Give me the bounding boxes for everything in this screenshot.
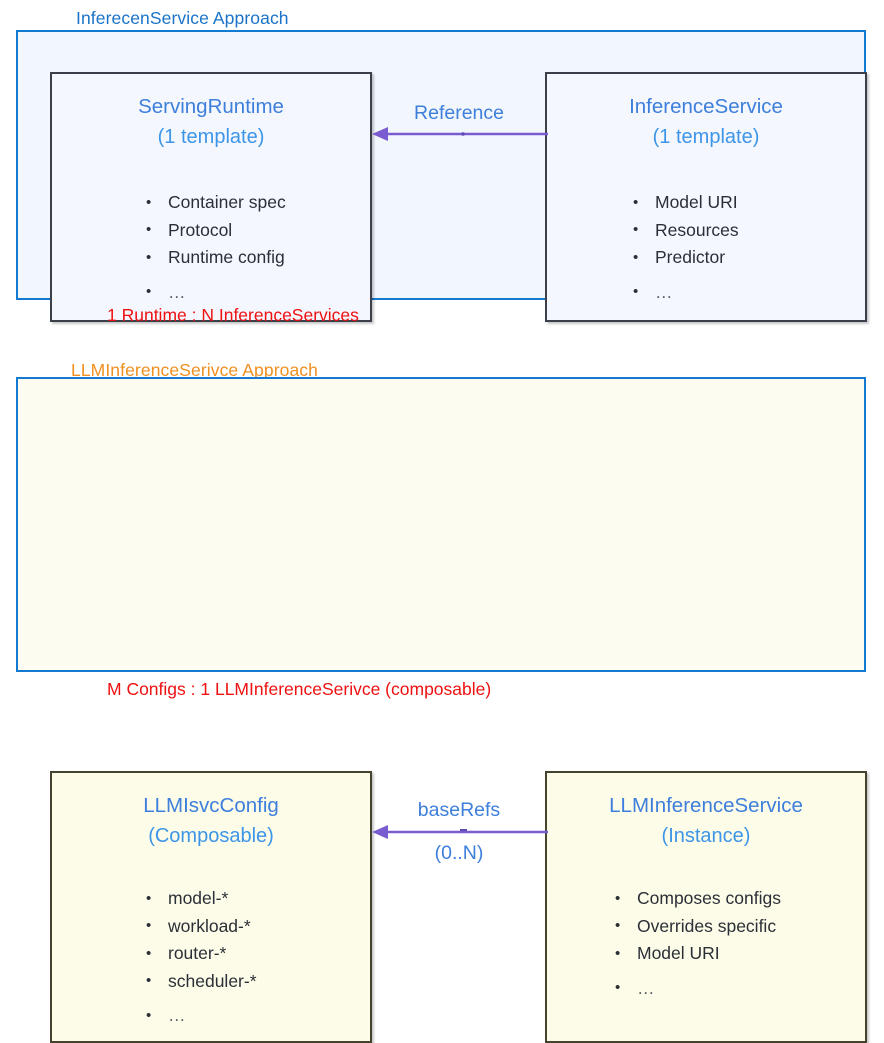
list-item: Container spec — [146, 189, 286, 217]
relation-arrow-reference — [370, 125, 548, 143]
bullet-list-serving-runtime: Container spec Protocol Runtime config … — [146, 189, 286, 306]
list-item: scheduler-* — [146, 967, 257, 996]
left-arrow-icon — [372, 825, 548, 839]
list-item: Composes configs — [615, 885, 781, 913]
card-llminferenceservice-title: LLMInferenceService (Instance) — [547, 773, 865, 852]
card-llmisvcconfig-title-text: LLMIsvcConfig — [143, 794, 279, 817]
list-item: model-* — [146, 885, 257, 913]
card-serving-runtime-title-text: ServingRuntime — [138, 95, 284, 118]
list-item: Model URI — [633, 189, 739, 217]
card-llminferenceservice-subtitle: (Instance) — [661, 825, 751, 847]
card-llmisvcconfig-title: LLMIsvcConfig (Composable) — [52, 773, 370, 852]
caption-configs-ratio: M Configs : 1 LLMInferenceSerivce (compo… — [107, 679, 492, 699]
list-item: … — [633, 278, 739, 307]
list-item: … — [615, 974, 781, 1003]
bullet-list-inference-service: Model URI Resources Predictor … — [633, 189, 739, 306]
relation-label-baserefs: baseRefs — [417, 799, 501, 821]
bullet-list-llmisvcconfig: model-* workload-* router-* scheduler-* … — [146, 885, 257, 1030]
list-item: router-* — [146, 940, 257, 968]
card-inference-service-title-text: InferenceService — [629, 95, 783, 118]
panel-inferenceservice-approach: ServingRuntime (1 template) Container sp… — [16, 30, 867, 322]
list-item: Protocol — [146, 216, 286, 245]
relation-arrow-baserefs — [370, 823, 548, 841]
list-item: Resources — [633, 216, 739, 245]
card-inference-service-subtitle: (1 template) — [652, 126, 760, 148]
card-llminferenceservice: LLMInferenceService (Instance) Composes … — [545, 771, 867, 1043]
relation-cardinality-baserefs: (0..N) — [434, 842, 484, 864]
card-serving-runtime-title: ServingRuntime (1 template) — [52, 74, 370, 153]
list-item: Runtime config — [146, 244, 286, 272]
section-title-inferenceservice: InferecenService Approach — [76, 8, 289, 28]
card-serving-runtime-subtitle: (1 template) — [157, 126, 265, 148]
list-item: … — [146, 278, 286, 307]
list-item: Overrides specific — [615, 912, 781, 941]
card-inference-service-title: InferenceService (1 template) — [547, 74, 865, 153]
panel-llminferenceservice-approach: LLMIsvcConfig (Composable) model-* workl… — [16, 377, 867, 1043]
card-llmisvcconfig-subtitle: (Composable) — [148, 825, 274, 847]
card-llminferenceservice-title-text: LLMInferenceService — [609, 794, 803, 817]
card-llmisvcconfig: LLMIsvcConfig (Composable) model-* workl… — [50, 771, 372, 1043]
list-item: … — [146, 1002, 257, 1030]
list-item: workload-* — [146, 912, 257, 941]
bullet-list-llminferenceservice: Composes configs Overrides specific Mode… — [615, 885, 781, 1002]
list-item: Model URI — [615, 940, 781, 968]
card-inference-service: InferenceService (1 template) Model URI … — [545, 72, 867, 322]
relation-label-reference: Reference — [414, 102, 504, 124]
list-item: Predictor — [633, 244, 739, 272]
caption-runtime-ratio: 1 Runtime : N InferenceServices — [107, 305, 359, 325]
section-title-llminferenceservice: LLMInferenceSerivce Approach — [71, 360, 318, 380]
card-serving-runtime: ServingRuntime (1 template) Container sp… — [50, 72, 372, 322]
left-arrow-icon — [372, 127, 548, 141]
